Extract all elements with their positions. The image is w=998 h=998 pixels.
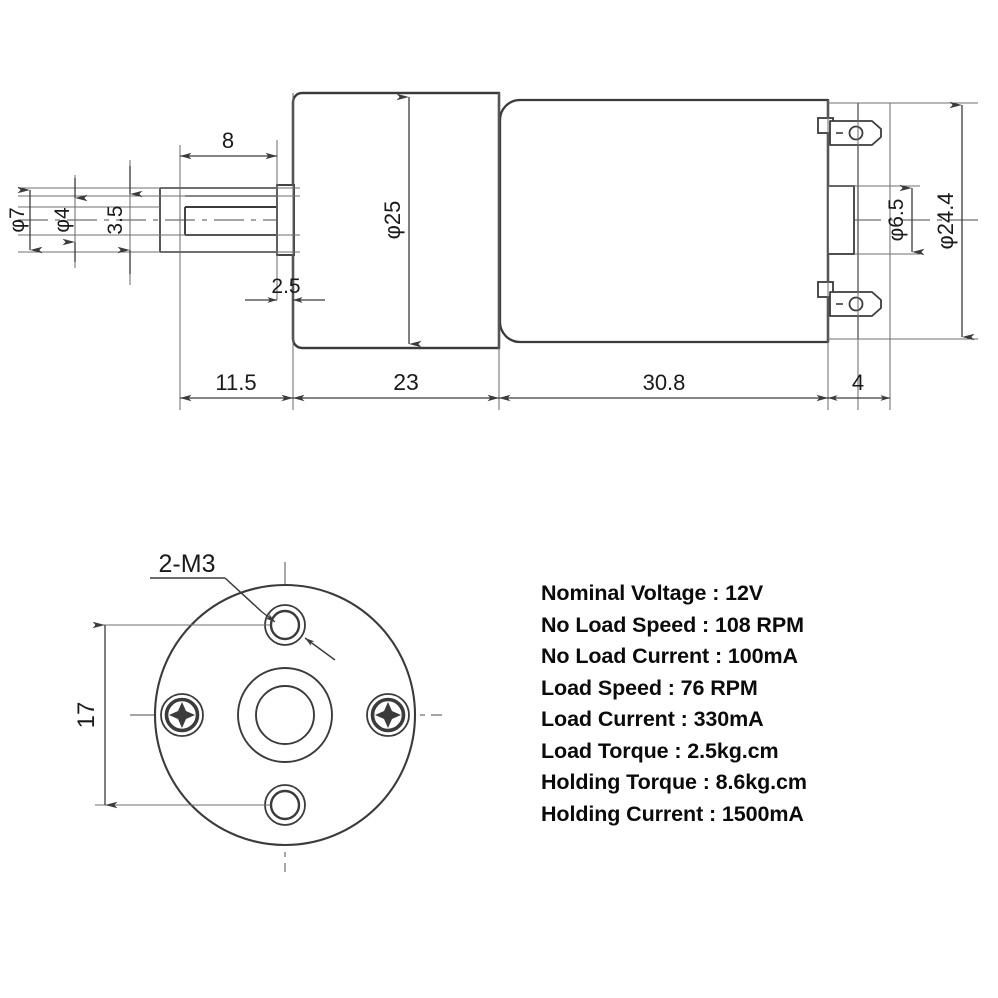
dimension-shaft-flat: 3.5: [104, 166, 143, 274]
dimension-label-gearbox-length: 23: [393, 369, 419, 395]
extension-lines: [18, 93, 978, 410]
spec-load-torque: Load Torque : 2.5kg.cm: [541, 738, 779, 763]
spec-load-current: Load Current : 330mA: [541, 707, 764, 731]
screw-left-cross-slot: [169, 702, 195, 728]
mounting-hole-bottom: [264, 784, 306, 826]
screw-left: [160, 693, 204, 737]
dimension-label-shaft-dia: φ4: [51, 207, 74, 233]
callout-leader-line: [224, 577, 263, 613]
spec-no-load-speed: No Load Speed : 108 RPM: [541, 612, 804, 637]
dimension-label-shaft-outer-dia: φ7: [6, 207, 29, 232]
dimension-label-flange-thickness: 2.5: [271, 275, 300, 298]
dimension-boss-dia: φ6.5: [885, 184, 925, 256]
dimension-hole-spacing: 17: [73, 621, 270, 809]
dimension-flange-thickness: 2.5: [245, 275, 325, 303]
dimension-chain-bottom: 11.5 23 30.8 4: [180, 369, 890, 402]
spec-nominal-voltage: Nominal Voltage : 12V: [541, 581, 764, 605]
dimension-label-shaft-flat: 3.5: [104, 205, 127, 234]
callout-2-m3: 2-M3: [150, 550, 336, 661]
front-view-group: 2-M3 17: [73, 550, 442, 872]
dimension-shaft-outer-dia: φ7: [6, 186, 43, 254]
dimension-label-motor-dia: φ24.4: [933, 192, 958, 249]
spec-load-speed: Load Speed : 76 RPM: [541, 675, 758, 700]
dimension-label-shaft-length: 11.5: [215, 370, 256, 395]
center-shaft-hole: [255, 685, 315, 745]
side-view-group: φ7 φ4 3.5 8 2.5 φ25: [6, 91, 978, 410]
spec-no-load-current: No Load Current : 100mA: [541, 644, 798, 668]
rear-boss: [827, 185, 855, 255]
dimension-label-endcap-length: 4: [852, 370, 864, 395]
spec-holding-current: Holding Current : 1500mA: [541, 801, 804, 826]
dimension-label-gearbox-dia: φ25: [380, 201, 405, 240]
callout-arrow-top: [261, 611, 276, 623]
mounting-hole-top: [264, 604, 306, 646]
dimension-label-flat-length: 8: [222, 128, 234, 153]
terminal-tab-top-hole: [848, 125, 864, 141]
spec-holding-torque: Holding Torque : 8.6kg.cm: [541, 770, 807, 794]
dimension-label-motor-length: 30.8: [643, 370, 686, 395]
terminal-tab-bottom: [817, 281, 882, 317]
dimension-label-boss-dia: φ6.5: [885, 199, 908, 242]
callout-arrow-second: [304, 637, 336, 661]
screw-right: [366, 693, 410, 737]
specifications-block: Nominal Voltage : 12V No Load Speed : 10…: [541, 578, 941, 830]
motor-can-body: [498, 98, 830, 344]
dimension-gearbox-dia: φ25: [380, 93, 422, 348]
dimension-flat-length: 8: [180, 128, 277, 160]
callout-label-2-m3: 2-M3: [159, 550, 216, 578]
screw-right-cross-slot: [375, 702, 401, 728]
terminal-tab-bottom-hole: [848, 296, 864, 312]
dimension-motor-dia: φ24.4: [933, 101, 975, 341]
dimension-shaft-dia: φ4: [51, 178, 88, 262]
dimension-label-hole-spacing: 17: [73, 702, 100, 729]
terminal-tab-top: [817, 117, 882, 146]
